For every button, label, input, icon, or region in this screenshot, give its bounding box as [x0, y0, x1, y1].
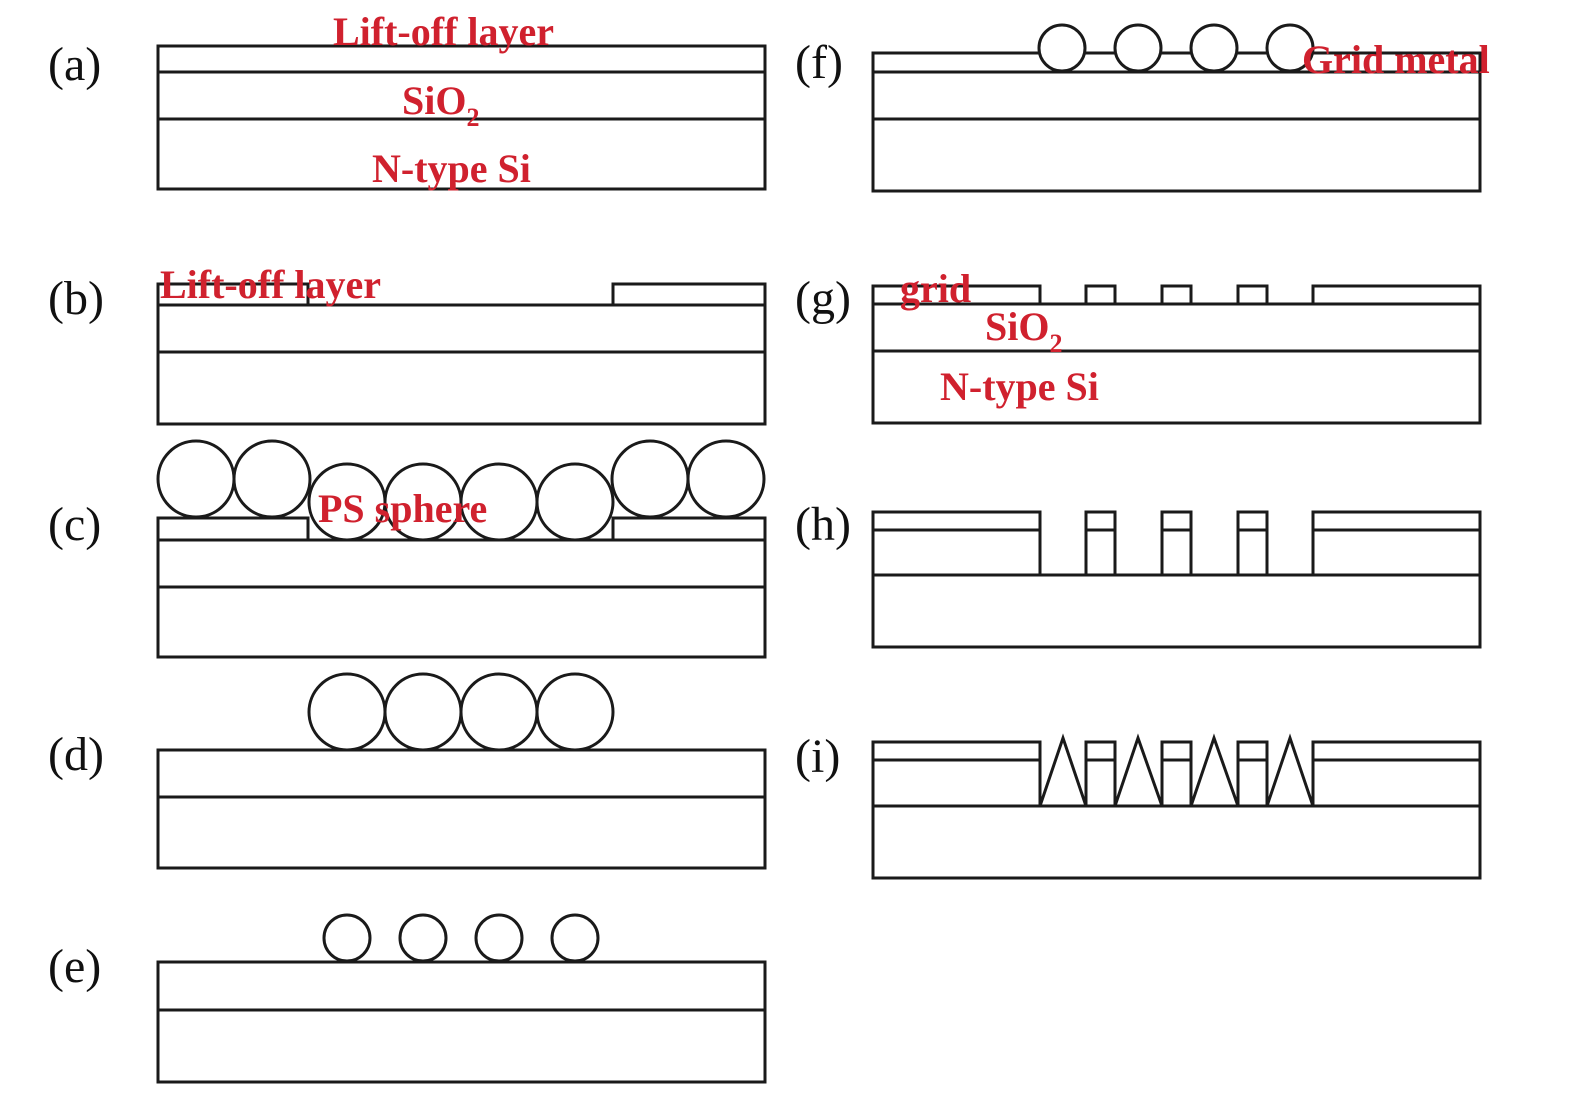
- panel-label-i: (i): [795, 730, 840, 783]
- wafer-stack-d: [156, 748, 767, 870]
- wafer-stack-e: [156, 960, 767, 1084]
- silicon-substrate-i: [871, 804, 1482, 880]
- panel-i: (i): [795, 730, 1482, 880]
- panel-d: (d): [48, 672, 767, 870]
- metal-grid-right-g: [1311, 284, 1482, 304]
- lift-off-pad-right-b: [611, 282, 767, 305]
- panel-label-c: (c): [48, 498, 101, 551]
- panel-label-g: (g): [795, 272, 851, 325]
- grid-metal-layer-f: [871, 51, 1482, 72]
- ps-sphere: [232, 439, 312, 519]
- ps-sphere: [535, 672, 615, 752]
- shrunk-ps-sphere: [1037, 23, 1087, 73]
- lift-off-pad-left-c: [156, 516, 310, 540]
- wafer-stack-g: [871, 302, 1482, 425]
- panel-label-b: (b): [48, 272, 104, 325]
- wafer-stack-f: [871, 70, 1482, 193]
- sio2-label-g: SiO2: [985, 304, 1062, 358]
- shrunk-ps-sphere: [474, 913, 524, 963]
- metal-grid-dot: [1084, 284, 1117, 304]
- ps-sphere: [156, 439, 236, 519]
- shrunk-ps-sphere: [322, 913, 372, 963]
- panel-label-f: (f): [795, 36, 843, 89]
- lift-off-layer-label-b: Lift-off layer: [160, 262, 381, 307]
- panel-label-d: (d): [48, 728, 104, 781]
- metal-grid-dot: [1160, 284, 1193, 304]
- panel-h: (h): [795, 498, 1482, 649]
- panel-f: (f) Grid metal: [795, 23, 1490, 193]
- metal-grid-left-g: [871, 284, 1042, 304]
- metal-grid-dot: [1236, 284, 1269, 304]
- ps-sphere: [383, 672, 463, 752]
- panel-b: (b) Lift-off layer: [48, 262, 767, 426]
- sio2-label-a: SiO2: [402, 78, 479, 132]
- lift-off-pad-right-c: [611, 516, 767, 540]
- panel-label-a: (a): [48, 38, 101, 91]
- ps-sphere-label-c: PS sphere: [318, 486, 487, 531]
- shrunk-ps-sphere: [1113, 23, 1163, 73]
- grid-label-g: grid: [900, 266, 971, 311]
- ps-sphere: [307, 672, 387, 752]
- shrunk-ps-sphere: [550, 913, 600, 963]
- etched-pillars-profile-h: [871, 510, 1482, 577]
- panel-label-e: (e): [48, 940, 101, 993]
- panel-c: (c) PS sphere: [48, 439, 767, 659]
- ps-sphere: [535, 462, 615, 542]
- shrunk-ps-sphere: [1265, 23, 1315, 73]
- lift-off-pad-left-b: [156, 282, 310, 305]
- panel-g: (g) grid SiO2 N-type Si: [795, 266, 1482, 425]
- textured-surface-profile-i: [871, 733, 1482, 807]
- panel-label-h: (h): [795, 498, 851, 551]
- ps-sphere: [610, 439, 690, 519]
- ps-sphere: [459, 672, 539, 752]
- shrunk-ps-sphere: [398, 913, 448, 963]
- wafer-stack-b: [156, 303, 767, 426]
- ps-sphere: [686, 439, 766, 519]
- shrunk-ps-sphere: [1189, 23, 1239, 73]
- panel-a: (a) Lift-off layer SiO2 N-type Si: [48, 9, 767, 191]
- grid-metal-label-f: Grid metal: [1302, 37, 1490, 82]
- silicon-substrate-h: [871, 573, 1482, 649]
- panel-e: (e): [48, 913, 767, 1084]
- lift-off-layer-label-a: Lift-off layer: [333, 9, 554, 54]
- n-type-si-label-a: N-type Si: [372, 146, 531, 191]
- n-type-si-label-g: N-type Si: [940, 364, 1099, 409]
- wafer-stack-c: [156, 538, 767, 659]
